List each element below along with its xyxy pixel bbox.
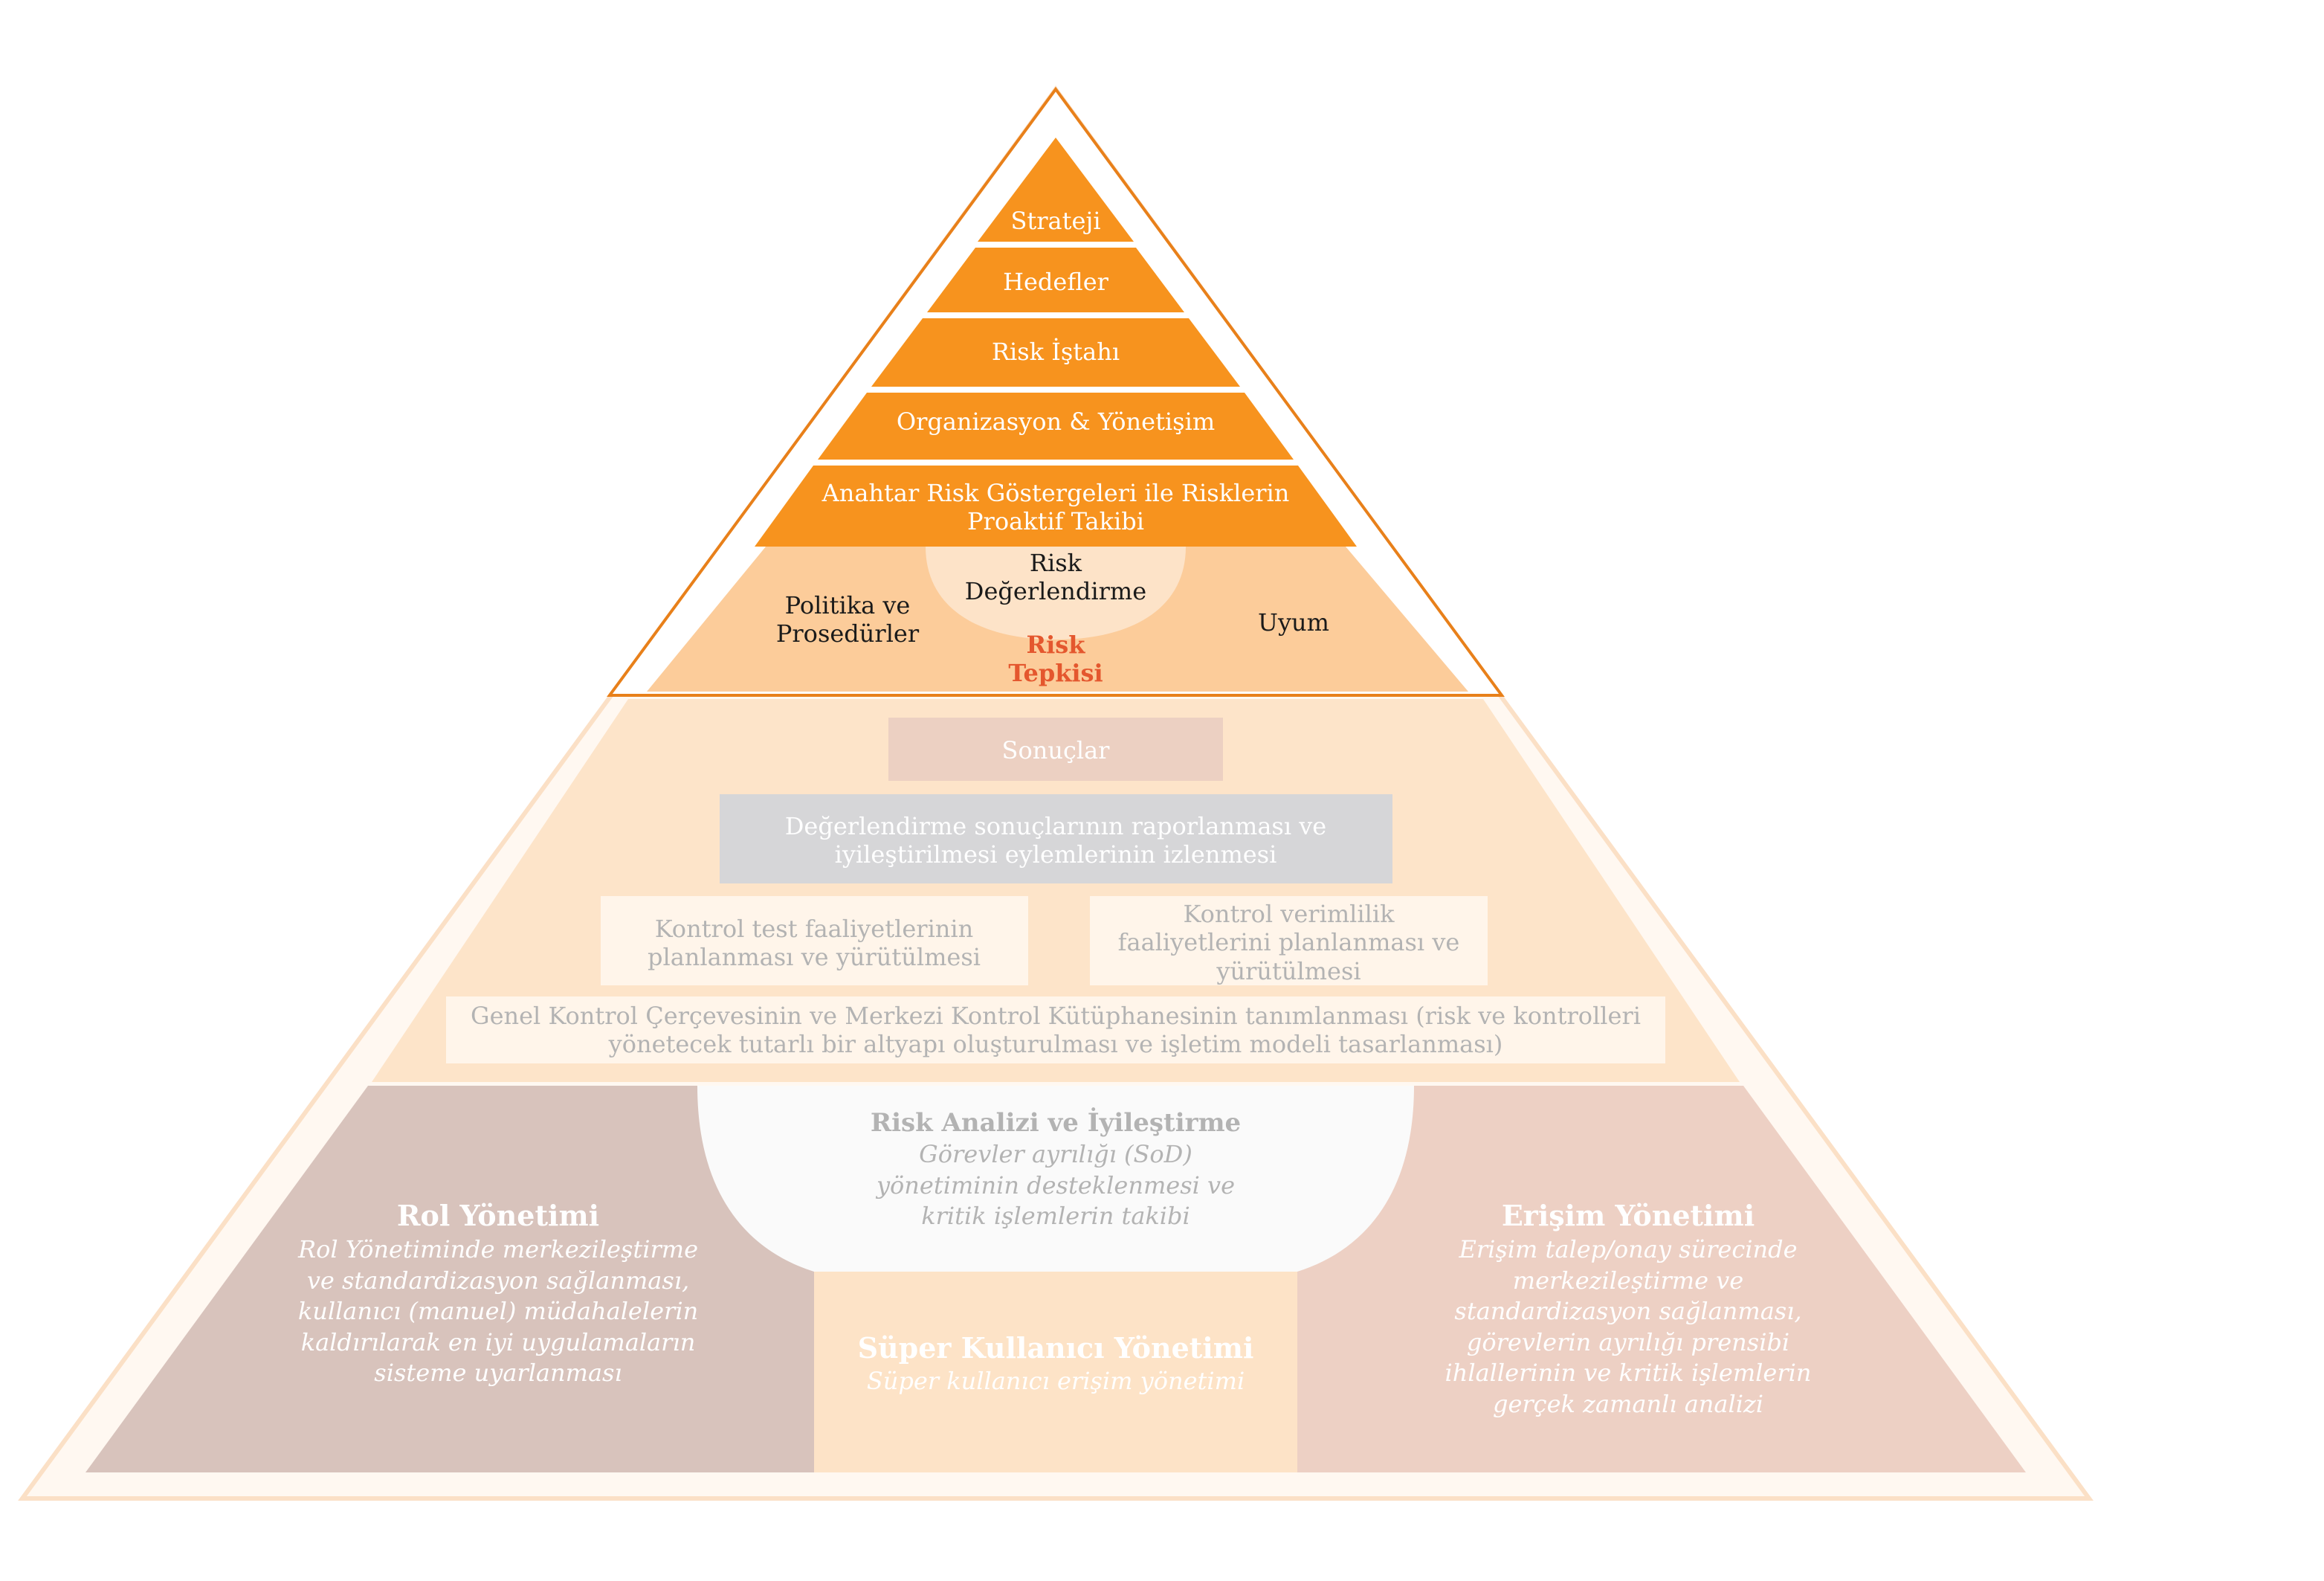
reporting-label: Değerlendirme sonuçlarının raporlanması …: [784, 812, 1327, 869]
results-box: [888, 718, 1223, 781]
base-label-risk-response: Risk Tepkisi: [1008, 631, 1103, 688]
risk-assessment-bubble: [926, 547, 1186, 640]
access-management-desc: Erişim talep/onay sürecinde merkezileşti…: [1445, 1235, 1812, 1418]
control-efficiency-label: Kontrol verimlilik faaliyetlerini planla…: [1117, 900, 1460, 985]
role-management-area: [85, 1086, 814, 1472]
control-testing-box: [601, 896, 1028, 985]
layer-label-strateji: Strateji: [1010, 207, 1101, 235]
layer-anahtar-risk: [755, 466, 1357, 547]
base-label-risk-assessment: Risk Değerlendirme: [964, 549, 1147, 606]
role-management-title: Rol Yönetimi: [396, 1199, 600, 1232]
control-testing-label: Kontrol test faaliyetlerinin planlanması…: [648, 915, 981, 972]
risk-analysis-title: Risk Analizi ve İyileştirme: [870, 1108, 1242, 1138]
layer-strateji: [978, 138, 1134, 242]
layer-label-risk-istahi: Risk İştahı: [991, 338, 1120, 366]
access-management-title: Erişim Yönetimi: [1501, 1199, 1755, 1232]
base-label-policies: Politika ve Prosedürler: [775, 591, 920, 648]
access-management-area: [1297, 1086, 2026, 1472]
middle-band: [372, 699, 1740, 1082]
layer-label-anahtar-risk: Anahtar Risk Göstergeleri ile Risklerin …: [822, 479, 1290, 536]
layer-label-hedefler: Hedefler: [1003, 268, 1108, 296]
layer-risk-istahi: [871, 318, 1240, 387]
role-management-desc: Rol Yönetiminde merkezileştirme ve stand…: [297, 1235, 699, 1388]
risk-analysis-area: [697, 1086, 1414, 1272]
reporting-box: [720, 794, 1392, 883]
framework-label: Genel Kontrol Çerçevesinin ve Merkezi Ko…: [471, 1002, 1641, 1059]
super-user-desc: Süper kullanıcı erişim yönetimi: [866, 1367, 1245, 1395]
layer-organizasyon: [818, 393, 1294, 460]
base-label-compliance: Uyum: [1258, 608, 1329, 637]
layer-label-organizasyon: Organizasyon & Yönetişim: [896, 408, 1216, 436]
risk-analysis-desc: Görevler ayrılığı (SoD) yönetiminin dest…: [876, 1140, 1236, 1231]
control-efficiency-box: [1090, 896, 1488, 985]
super-user-title: Süper Kullanıcı Yönetimi: [857, 1331, 1254, 1365]
framework-box: [446, 996, 1665, 1063]
results-label: Sonuçlar: [1001, 736, 1110, 764]
layer-hedefler: [927, 248, 1184, 312]
